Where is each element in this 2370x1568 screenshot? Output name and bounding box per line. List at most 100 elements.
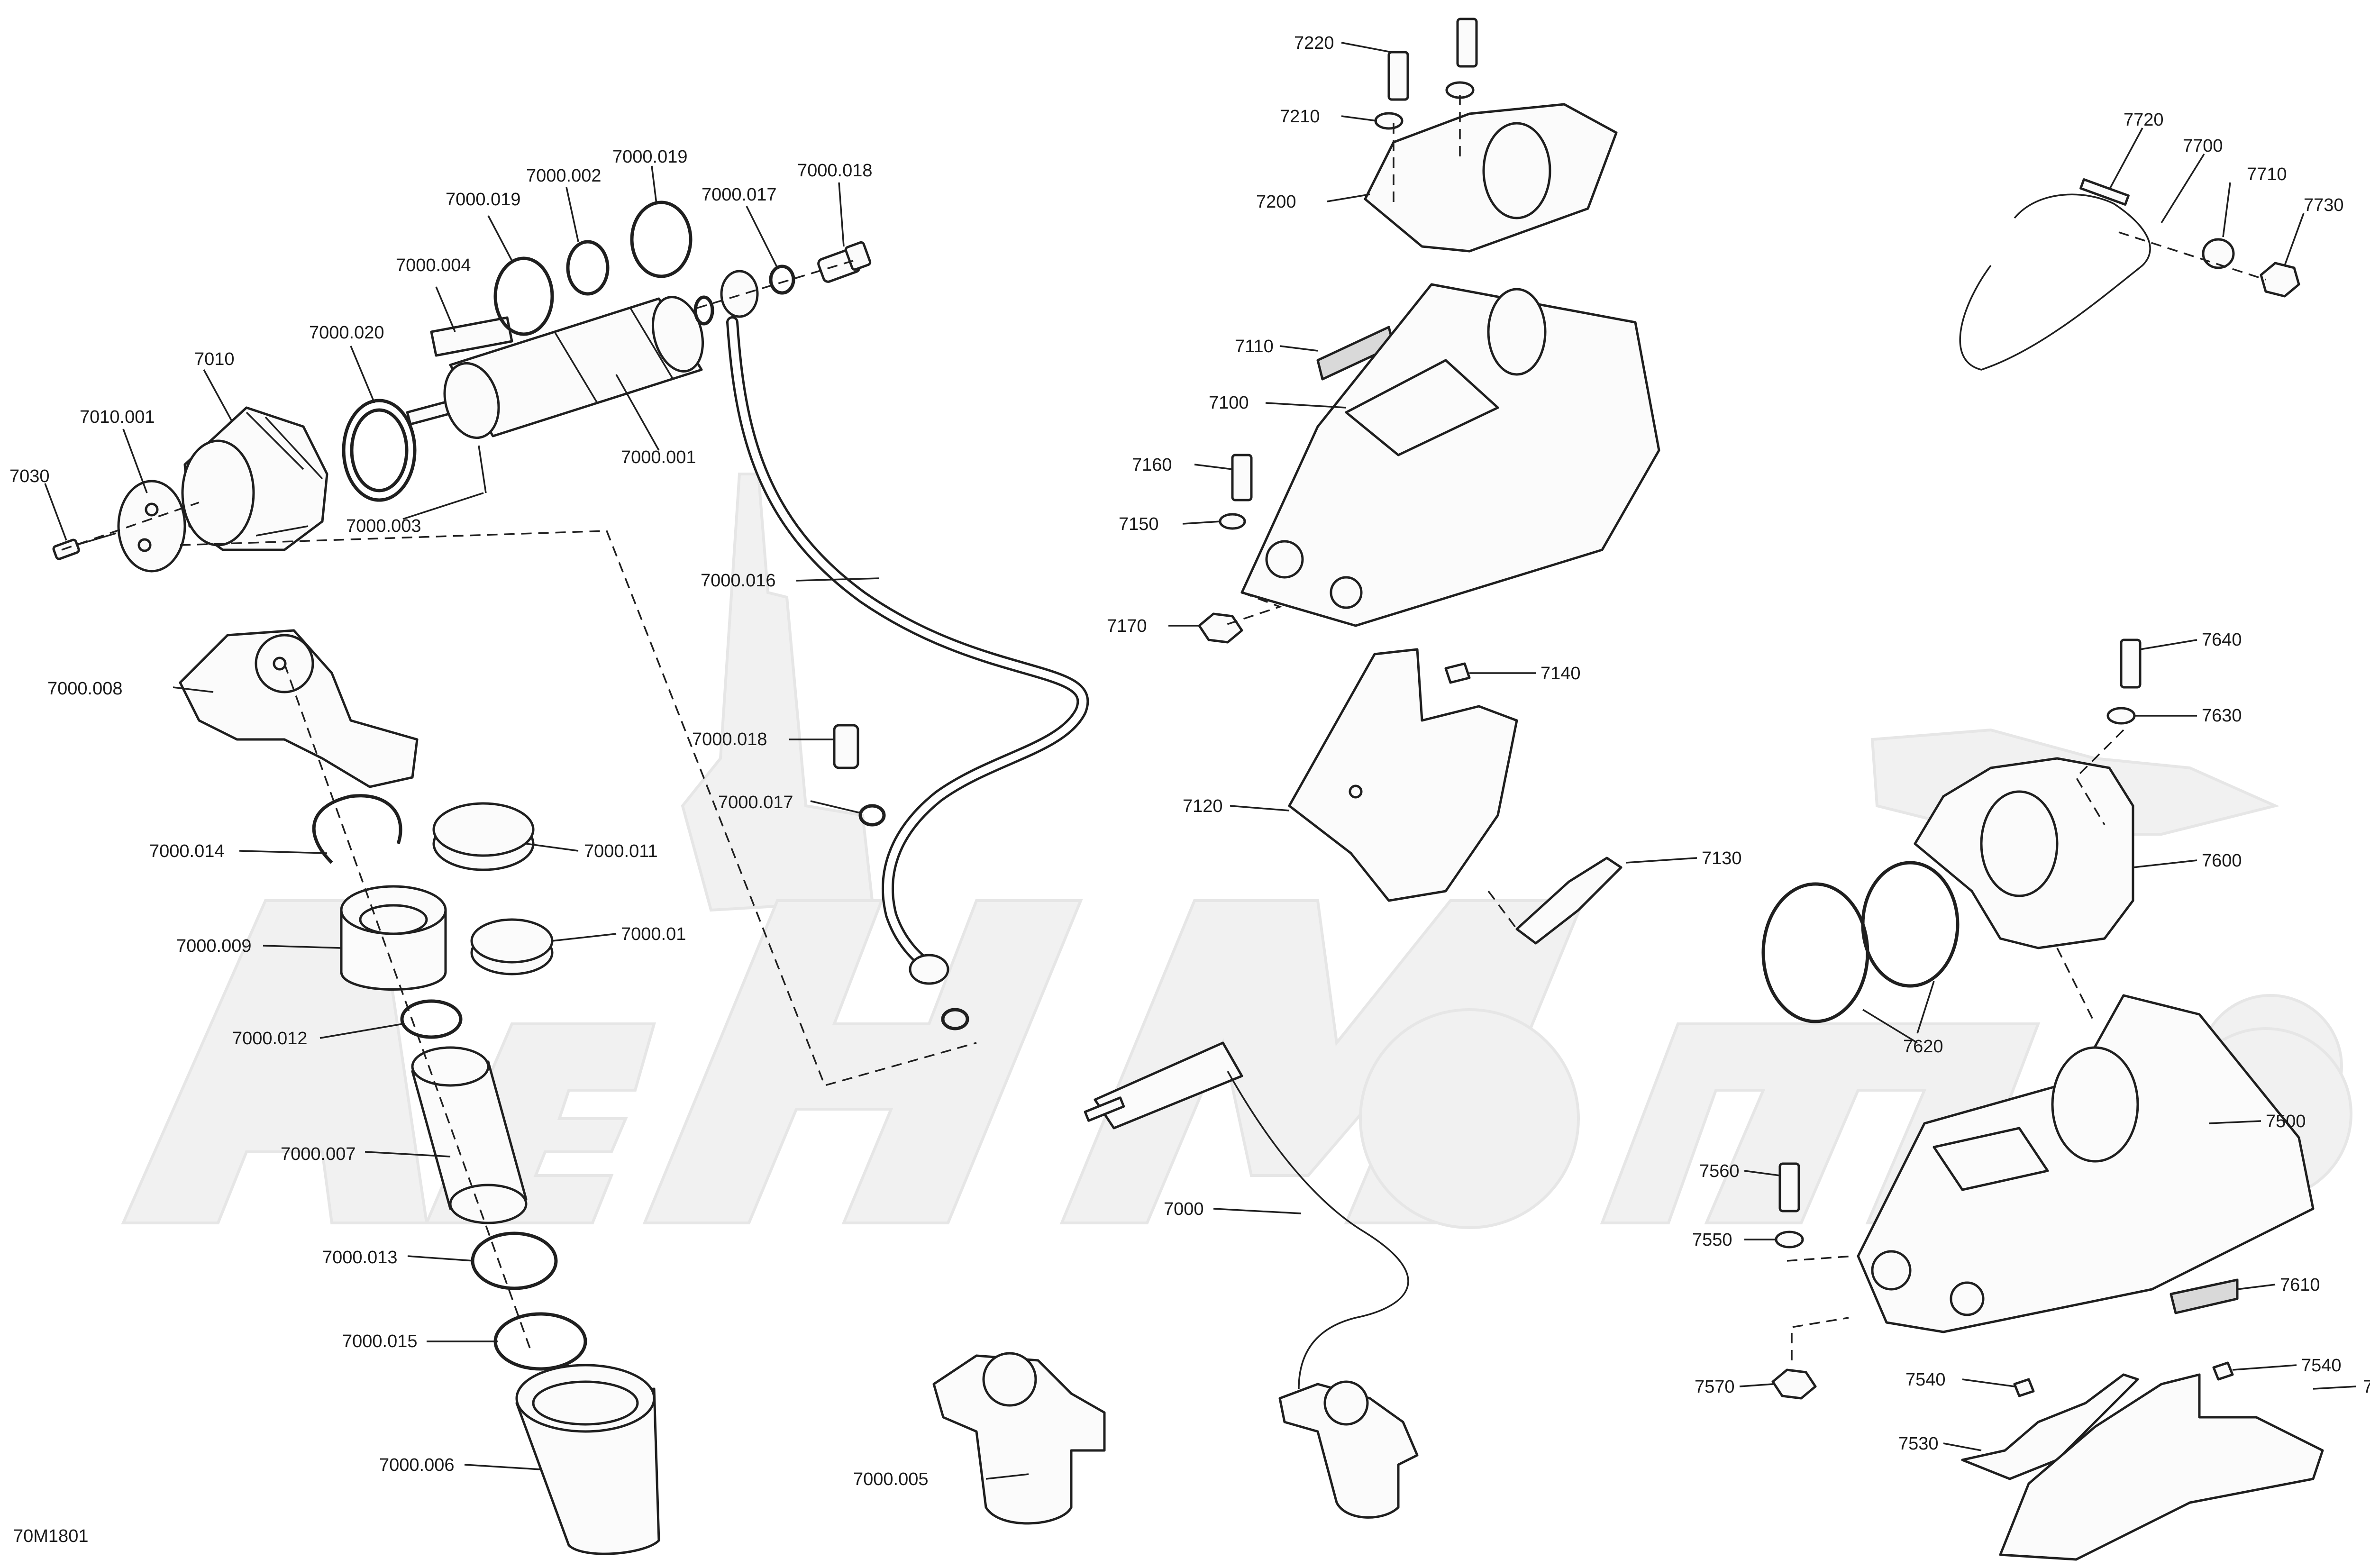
screw-7140 (1444, 662, 1471, 684)
scale-sticker-7000-004 (430, 316, 513, 357)
label-7000-007: 7000.007 (281, 1144, 356, 1164)
seal-7000-01 (470, 918, 554, 975)
label-7000-016: 7000.016 (701, 571, 776, 591)
label-7000-013: 7000.013 (322, 1248, 398, 1267)
washer-7210 (1374, 112, 1404, 130)
label-7000-015: 7000.015 (342, 1331, 418, 1351)
label-7550: 7550 (1692, 1230, 1732, 1250)
cylinder-body-7000-001 (443, 296, 704, 439)
pin-7000-003 (478, 445, 487, 493)
washer-7000-017-a (769, 264, 795, 295)
clamp-top-7200 (1364, 103, 1618, 253)
screw-7030 (52, 532, 117, 560)
reservoir-assembly-7000 (1084, 1041, 1419, 1519)
label-7530: 7530 (1898, 1434, 1939, 1454)
label-7000-018-a: 7000.018 (797, 161, 873, 181)
label-7030: 7030 (9, 466, 50, 486)
washer-7550 (1775, 1231, 1804, 1249)
bolt-7220 (1387, 51, 1409, 101)
ring-7000-013 (471, 1231, 558, 1290)
circlip-7000-014 (312, 794, 402, 864)
washer-7150 (1219, 513, 1246, 530)
leader-lines (44, 42, 2356, 1480)
ring-7000-015 (493, 1312, 587, 1371)
label-7560: 7560 (1699, 1161, 1740, 1181)
label-7600: 7600 (2202, 851, 2242, 871)
clip-7720 (1959, 178, 2151, 371)
label-7200: 7200 (1256, 192, 1296, 212)
nut-7570 (1771, 1368, 1817, 1400)
label-7220: 7220 (1294, 33, 1334, 53)
label-7000-004: 7000.004 (396, 255, 471, 275)
banjo-bolt-7000-018-a (817, 241, 872, 283)
label-7000-019-b: 7000.019 (612, 147, 688, 167)
label-7100: 7100 (1209, 393, 1249, 413)
label-7500: 7500 (2266, 1112, 2306, 1131)
label-7170: 7170 (1107, 616, 1147, 636)
label-7210: 7210 (1280, 107, 1320, 127)
label-7000-003: 7000.003 (346, 516, 421, 536)
washer-7000-017-c (941, 1008, 969, 1030)
bolt-7160 (1231, 454, 1253, 501)
label-7000-012: 7000.012 (232, 1029, 308, 1048)
washer-7710 (2202, 238, 2235, 269)
label-7000-020: 7000.020 (309, 323, 384, 343)
label-7000-005: 7000.005 (853, 1469, 929, 1489)
label-7000-001: 7000.001 (621, 447, 696, 467)
o-ring-7620-b (1861, 861, 1960, 988)
bracket-7530 (1961, 1373, 2139, 1480)
label-7140: 7140 (1540, 664, 1581, 684)
label-7000-014: 7000.014 (149, 841, 225, 861)
ring-7000-019-a (493, 256, 554, 336)
shock-head-7000-005 (932, 1352, 1106, 1525)
label-7610: 7610 (2280, 1275, 2320, 1295)
label-7000-009: 7000.009 (176, 936, 252, 956)
ring-7000-020 (342, 399, 417, 502)
label-7000-011: 7000.011 (584, 841, 658, 861)
plate-7520 (1999, 1373, 2324, 1561)
label-7000-017-a: 7000.017 (702, 185, 777, 205)
label-7540-a: 7540 (1905, 1370, 1946, 1390)
bushing-7000-009 (340, 885, 447, 991)
label-7710: 7710 (2247, 164, 2287, 184)
label-7700: 7700 (2183, 136, 2223, 156)
part-labels: 7030 7010.001 7010 7000.020 7000.004 700… (9, 33, 2370, 1546)
nut-7170 (1198, 612, 1243, 644)
bracket-plate-7120 (1288, 648, 1518, 902)
label-7640: 7640 (2202, 630, 2242, 650)
clamp-top-7600 (1914, 757, 2134, 949)
label-7000-006: 7000.006 (379, 1455, 455, 1475)
sticker-7610 (2169, 1278, 2239, 1314)
hose-7000-016 (726, 316, 1089, 985)
banjo-bolt-7000-018-b (833, 724, 859, 769)
ring-7000-002 (566, 240, 610, 296)
label-7570: 7570 (1695, 1377, 1735, 1397)
clamp-base-7100 (1240, 283, 1660, 627)
label-7720: 7720 (2124, 110, 2164, 130)
cap-disc-7010-001 (117, 480, 186, 573)
screw-7540-b (2212, 1361, 2234, 1381)
nut-7730 (2260, 262, 2300, 298)
adjuster-knob-7010 (181, 406, 328, 551)
clamp-base-7500 (1857, 994, 2315, 1333)
washer-7630 (2106, 707, 2136, 725)
label-7730: 7730 (2304, 195, 2344, 215)
label-7620: 7620 (1903, 1037, 1943, 1057)
label-7000-01: 7000.01 (621, 924, 686, 944)
label-7630: 7630 (2202, 706, 2242, 726)
bolt-7560 (1778, 1162, 1800, 1212)
ring-7000-019-b (630, 201, 693, 278)
exploded-parts-drawing (52, 18, 2324, 1561)
label-7000-018-b: 7000.018 (692, 729, 767, 749)
label-7120: 7120 (1183, 796, 1223, 816)
diagram-id-code: 70M1801 (13, 1526, 88, 1546)
label-7540-b: 7540 (2301, 1356, 2342, 1376)
washer-7000-017-b (858, 804, 886, 827)
bracket-7130 (1515, 857, 1623, 945)
label-7000-017-b: 7000.017 (718, 793, 793, 812)
label-7000-008: 7000.008 (47, 679, 123, 699)
bolt-7640 (2120, 638, 2142, 689)
label-7520: 7520 (2363, 1377, 2370, 1397)
label-7010-001: 7010.001 (80, 407, 155, 427)
